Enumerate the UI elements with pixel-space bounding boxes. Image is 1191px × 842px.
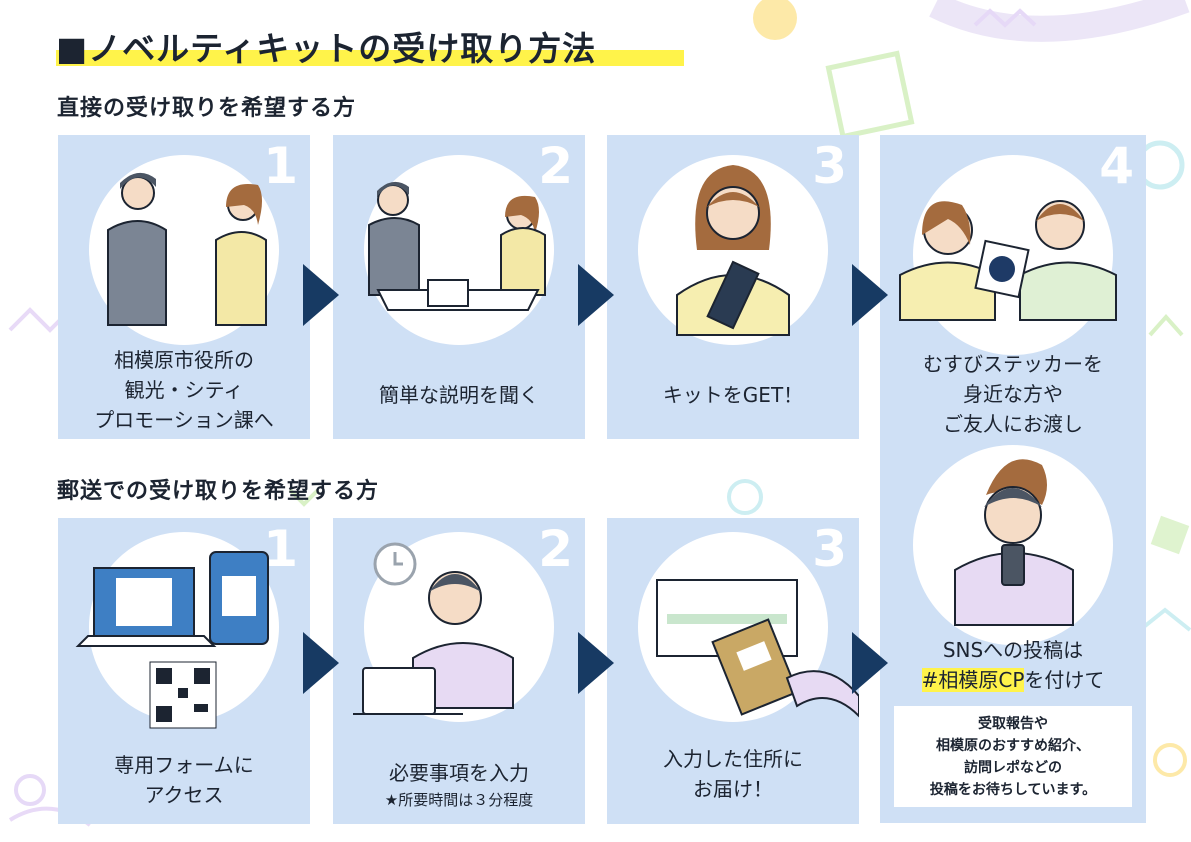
- caption-line: キットをGET！: [607, 380, 859, 410]
- direct-step-3-card: 3 キットをGET！: [607, 135, 859, 439]
- next-arrow: [850, 630, 892, 696]
- mail-step-3-card: 3 入力した住所に お届け！: [607, 518, 859, 824]
- time-note: ★所要時間は３分程度: [333, 788, 585, 812]
- direct-heading: 直接の受け取りを希望する方: [57, 90, 356, 122]
- caption-line: 観光・シティ: [58, 375, 310, 405]
- next-arrow: [576, 630, 618, 696]
- next-arrow: [301, 262, 343, 328]
- next-arrow: [301, 630, 343, 696]
- mail-heading: 郵送での受け取りを希望する方: [57, 473, 379, 505]
- caption-line: アクセス: [58, 780, 310, 810]
- hashtag: #相模原CP: [922, 668, 1025, 692]
- caption-line: プロモーション課へ: [58, 405, 310, 435]
- caption-line: 必要事項を入力: [333, 758, 585, 788]
- note-line: 相模原のおすすめ紹介、: [930, 735, 1096, 757]
- caption-line: 入力した住所に: [607, 744, 859, 774]
- post-request-note: 受取報告や 相模原のおすすめ紹介、 訪問レポなどの 投稿をお待ちしています。: [894, 706, 1132, 807]
- direct-step-1-card: 1 相模原市役所の 観光・シティ プロモーション課へ: [58, 135, 310, 439]
- sns-line: SNSへの投稿は: [880, 635, 1146, 665]
- note-line: 訪問レポなどの: [930, 757, 1096, 779]
- caption-line: 簡単な説明を聞く: [333, 380, 585, 410]
- caption-line: 専用フォームに: [58, 750, 310, 780]
- page-title: ■ノベルティキットの受け取り方法: [56, 22, 596, 70]
- share-step-4-card: 4 むすびステッカーを 身近な方や ご友人にお渡し SNSへの投稿は #相模原C…: [880, 135, 1146, 823]
- note-line: 受取報告や: [930, 713, 1096, 735]
- next-arrow: [850, 262, 892, 328]
- caption-line: 相模原市役所の: [58, 345, 310, 375]
- mail-step-1-card: 1 専用フォームに アクセス: [58, 518, 310, 824]
- note-line: 投稿をお待ちしています。: [930, 779, 1096, 801]
- mail-step-2-card: 2 必要事項を入力 ★所要時間は３分程度: [333, 518, 585, 824]
- next-arrow: [576, 262, 618, 328]
- direct-step-2-card: 2 簡単な説明を聞く: [333, 135, 585, 439]
- caption-line: お届け！: [607, 774, 859, 804]
- hashtag-suffix: を付けて: [1024, 668, 1104, 692]
